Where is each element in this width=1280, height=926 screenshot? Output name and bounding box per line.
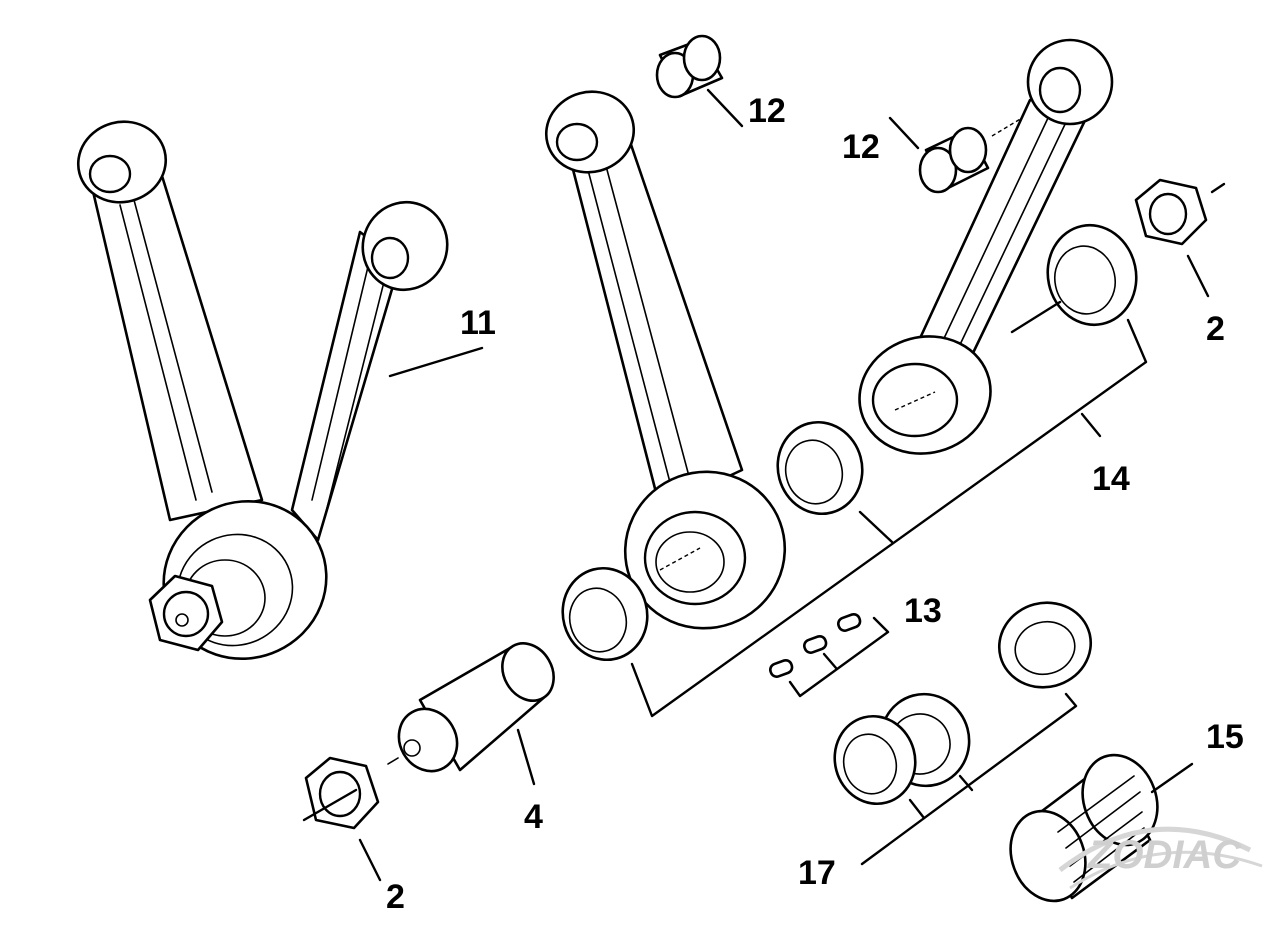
label-part-4: 4 (524, 798, 543, 836)
watermark-brand: ZODIAC (1087, 833, 1242, 877)
label-part-17: 17 (798, 854, 836, 892)
label-part-15: 15 (1206, 718, 1244, 756)
connecting-rod-set (544, 38, 1148, 718)
piston-pin-bushings (655, 34, 1023, 194)
label-part-12-upper: 12 (748, 92, 786, 130)
roller-bearing-cages (833, 601, 1093, 866)
label-part-12-lower: 12 (842, 128, 880, 166)
label-part-2-upper: 2 (1206, 310, 1225, 348)
label-part-13: 13 (904, 592, 942, 630)
crank-pin-nut-upper (1134, 178, 1226, 298)
crank-pin-nut-lower (302, 756, 382, 882)
label-part-11: 11 (460, 304, 496, 342)
crank-pin (387, 642, 555, 786)
label-part-14: 14 (1092, 460, 1130, 498)
zodiac-watermark-logo: ZODIAC (1058, 826, 1263, 890)
connecting-rod-pair-assembly (76, 120, 484, 661)
label-part-2-lower: 2 (386, 878, 405, 916)
bearing-rollers (769, 612, 890, 698)
needle-bearing (1009, 753, 1194, 903)
